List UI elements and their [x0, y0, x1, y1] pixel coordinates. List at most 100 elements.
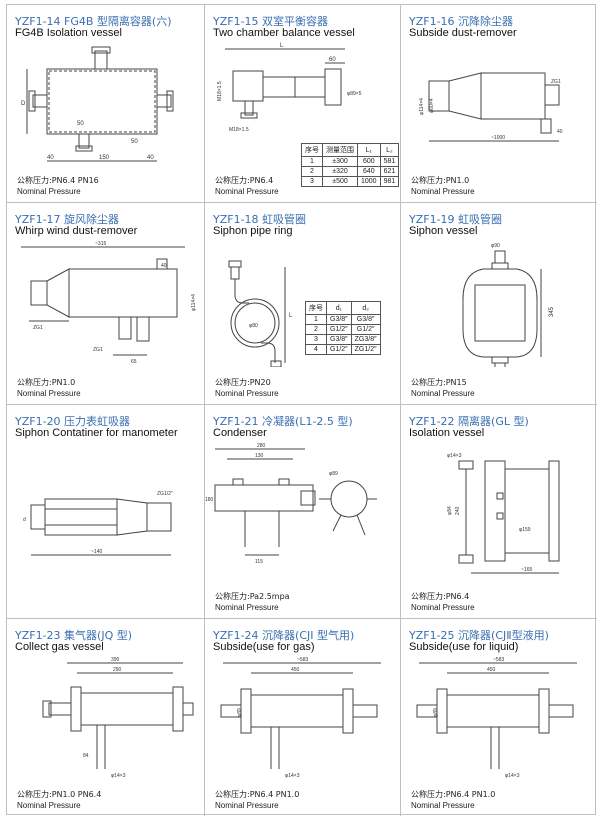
pressure-en: Nominal Pressure	[17, 389, 81, 398]
dimension-label: 290	[113, 667, 122, 673]
dimension-label: 40	[161, 263, 167, 269]
table-cell: ZG1/2″	[350, 344, 381, 355]
item-code: YZF1-22 隔离器(GL 型)	[409, 415, 529, 428]
item-name: Subside dust-remover	[409, 27, 517, 39]
dimension-label: ZG1	[551, 79, 561, 85]
table-cell: 581	[379, 156, 400, 167]
item-yzf1-18: YZF1-18 虹吸管圈 Siphon pipe ring L φ80 序号 d…	[205, 203, 401, 405]
dust-remover-drawing: ZG1 φ114×4 φ60×4 40 ~1000	[419, 72, 563, 142]
table-cell: 1	[301, 156, 323, 167]
pressure-en: Nominal Pressure	[215, 187, 279, 196]
dimension-label: ZG1/2″	[157, 491, 173, 497]
table-row: 4 G1/2″ ZG1/2″	[305, 344, 381, 355]
item-yzf1-16: YZF1-16 沉降除尘器 Subside dust-remover ZG1 φ…	[401, 5, 597, 203]
dimension-label: ~140	[91, 549, 102, 555]
table-cell: 640	[357, 166, 381, 177]
table-row: 3 G3/8″ ZG3/8″	[305, 334, 381, 345]
table-cell: G3/8″	[350, 314, 381, 325]
dimension-label: φ14×3	[447, 453, 462, 459]
item-name: Two chamber balance vessel	[213, 27, 355, 39]
pressure-en: Nominal Pressure	[215, 801, 279, 810]
table-row: 1 ±300 600 581	[301, 156, 400, 167]
dimension-label: L	[280, 43, 284, 49]
pressure-cn: 公称压力:Pa2.5mpa	[215, 592, 290, 601]
pressure-cn: 公称压力:PN6.4 PN16	[17, 176, 99, 185]
table-cell: G1/2″	[350, 324, 381, 335]
dimension-label: 60	[329, 57, 336, 63]
dimension-label: φ159	[519, 527, 531, 533]
table-header: 序号	[305, 301, 327, 315]
dimension-label: 115	[255, 559, 263, 565]
table-cell: G3/8″	[326, 314, 352, 325]
dimension-label: 84	[83, 753, 89, 759]
pressure-en: Nominal Pressure	[215, 603, 279, 612]
pressure-en: Nominal Pressure	[411, 801, 475, 810]
dimension-label: 345	[549, 306, 555, 317]
item-code: YZF1-14 FG4B 型隔离容器(六)	[15, 15, 172, 28]
item-code: YZF1-24 沉降器(CJI 型气用)	[213, 629, 355, 642]
pressure-cn: 公称压力:PN1.0	[17, 378, 76, 387]
pressure-cn: 公称压力:PN6.4	[411, 592, 470, 601]
item-yzf1-17: YZF1-17 旋风除尘器 Whirp wind dust-remover ~3…	[7, 203, 205, 405]
dimension-label: 390	[111, 657, 120, 663]
range-table: 序号 测量范围 L₁ L₂ 1 ±300 600 581 2 ±320 640 …	[301, 143, 400, 187]
item-yzf1-19: YZF1-19 虹吸管圈 Siphon vessel φ90 345 公称压力:…	[401, 203, 597, 405]
dimension-label: ~165	[521, 567, 532, 573]
item-name: FG4B Isolation vessel	[15, 27, 122, 39]
table-cell: 981	[379, 176, 400, 187]
item-code: YZF1-21 冷凝器(L1-2.5 型)	[213, 415, 353, 428]
pressure-cn: 公称压力:PN6.4 PN1.0	[411, 790, 496, 799]
dimension-label: ~1000	[491, 135, 505, 141]
dimension-label: 40	[557, 129, 563, 135]
condenser-drawing: 280 130 180 115 φ89	[205, 443, 377, 565]
item-code: YZF1-20 压力表虹吸器	[15, 415, 131, 428]
dimension-label: 50	[77, 121, 84, 127]
dimension-label: ~315	[95, 241, 106, 247]
item-name: Collect gas vessel	[15, 641, 104, 653]
dimension-label: 40	[147, 155, 154, 161]
table-header: 测量范围	[322, 143, 358, 157]
item-code: YZF1-23 集气器(JQ 型)	[15, 629, 133, 642]
collect-gas-drawing: 390 290 84 φ14×3	[42, 657, 194, 779]
table-row: 2 ±320 640 621	[301, 166, 400, 177]
dimension-label: 240	[455, 506, 461, 515]
dimension-label: 180	[205, 497, 214, 503]
dimension-label: D	[21, 101, 26, 107]
item-yzf1-20: YZF1-20 压力表虹吸器 Siphon Contatiner for man…	[7, 405, 205, 619]
dimension-label: φ89	[433, 708, 439, 717]
table-cell: 2	[305, 324, 327, 335]
manometer-siphon-drawing: ZG1/2″ d ~140	[23, 491, 173, 556]
dimension-label: φ89×5	[347, 91, 362, 97]
table-header: L₂	[379, 143, 400, 157]
item-name: Isolation vessel	[409, 427, 485, 439]
item-name: Condenser	[213, 427, 267, 439]
subside-liquid-drawing: ~583 450 φ89 φ14×3	[416, 657, 577, 779]
dimension-label: 450	[487, 667, 496, 673]
siphon-vessel-drawing: φ90 345	[462, 243, 555, 367]
dimension-label: L	[289, 313, 293, 319]
item-code: YZF1-16 沉降除尘器	[409, 15, 514, 28]
pressure-en: Nominal Pressure	[215, 389, 279, 398]
item-yzf1-22: YZF1-22 隔离器(GL 型) Isolation vessel φ14×3…	[401, 405, 597, 619]
table-header: L₁	[357, 143, 381, 157]
dimension-label: 50	[131, 139, 138, 145]
table-cell: ±500	[322, 176, 358, 187]
pressure-en: Nominal Pressure	[17, 801, 81, 810]
item-code: YZF1-25 沉降器(CJⅡ型液用)	[409, 629, 549, 642]
pressure-cn: 公称压力:PN1.0 PN6.4	[17, 790, 102, 799]
item-yzf1-15: YZF1-15 双室平衡容器 Two chamber balance vesse…	[205, 5, 401, 203]
pressure-cn: 公称压力:PN15	[411, 378, 467, 387]
item-yzf1-21: YZF1-21 冷凝器(L1-2.5 型) Condenser 280 130	[205, 405, 401, 619]
item-name: Siphon Contatiner for manometer	[15, 427, 178, 439]
item-yzf1-23: YZF1-23 集气器(JQ 型) Collect gas vessel 390…	[7, 619, 205, 816]
dimension-label: φ14×3	[285, 773, 300, 779]
dimension-label: 280	[257, 443, 266, 449]
dimension-label: M18×1.5	[217, 81, 223, 101]
dimension-label: 450	[291, 667, 300, 673]
dimension-label: φ14×3	[505, 773, 520, 779]
balance-vessel-drawing: L 60 M18×1.5 M18×1.5 φ89×5	[217, 43, 362, 133]
subside-gas-drawing: ~583 450 φ89 φ14×3	[220, 657, 381, 779]
table-header: d₁	[326, 301, 352, 315]
dimension-label: 150	[99, 155, 110, 161]
dimension-label: φ14×3	[111, 773, 126, 779]
